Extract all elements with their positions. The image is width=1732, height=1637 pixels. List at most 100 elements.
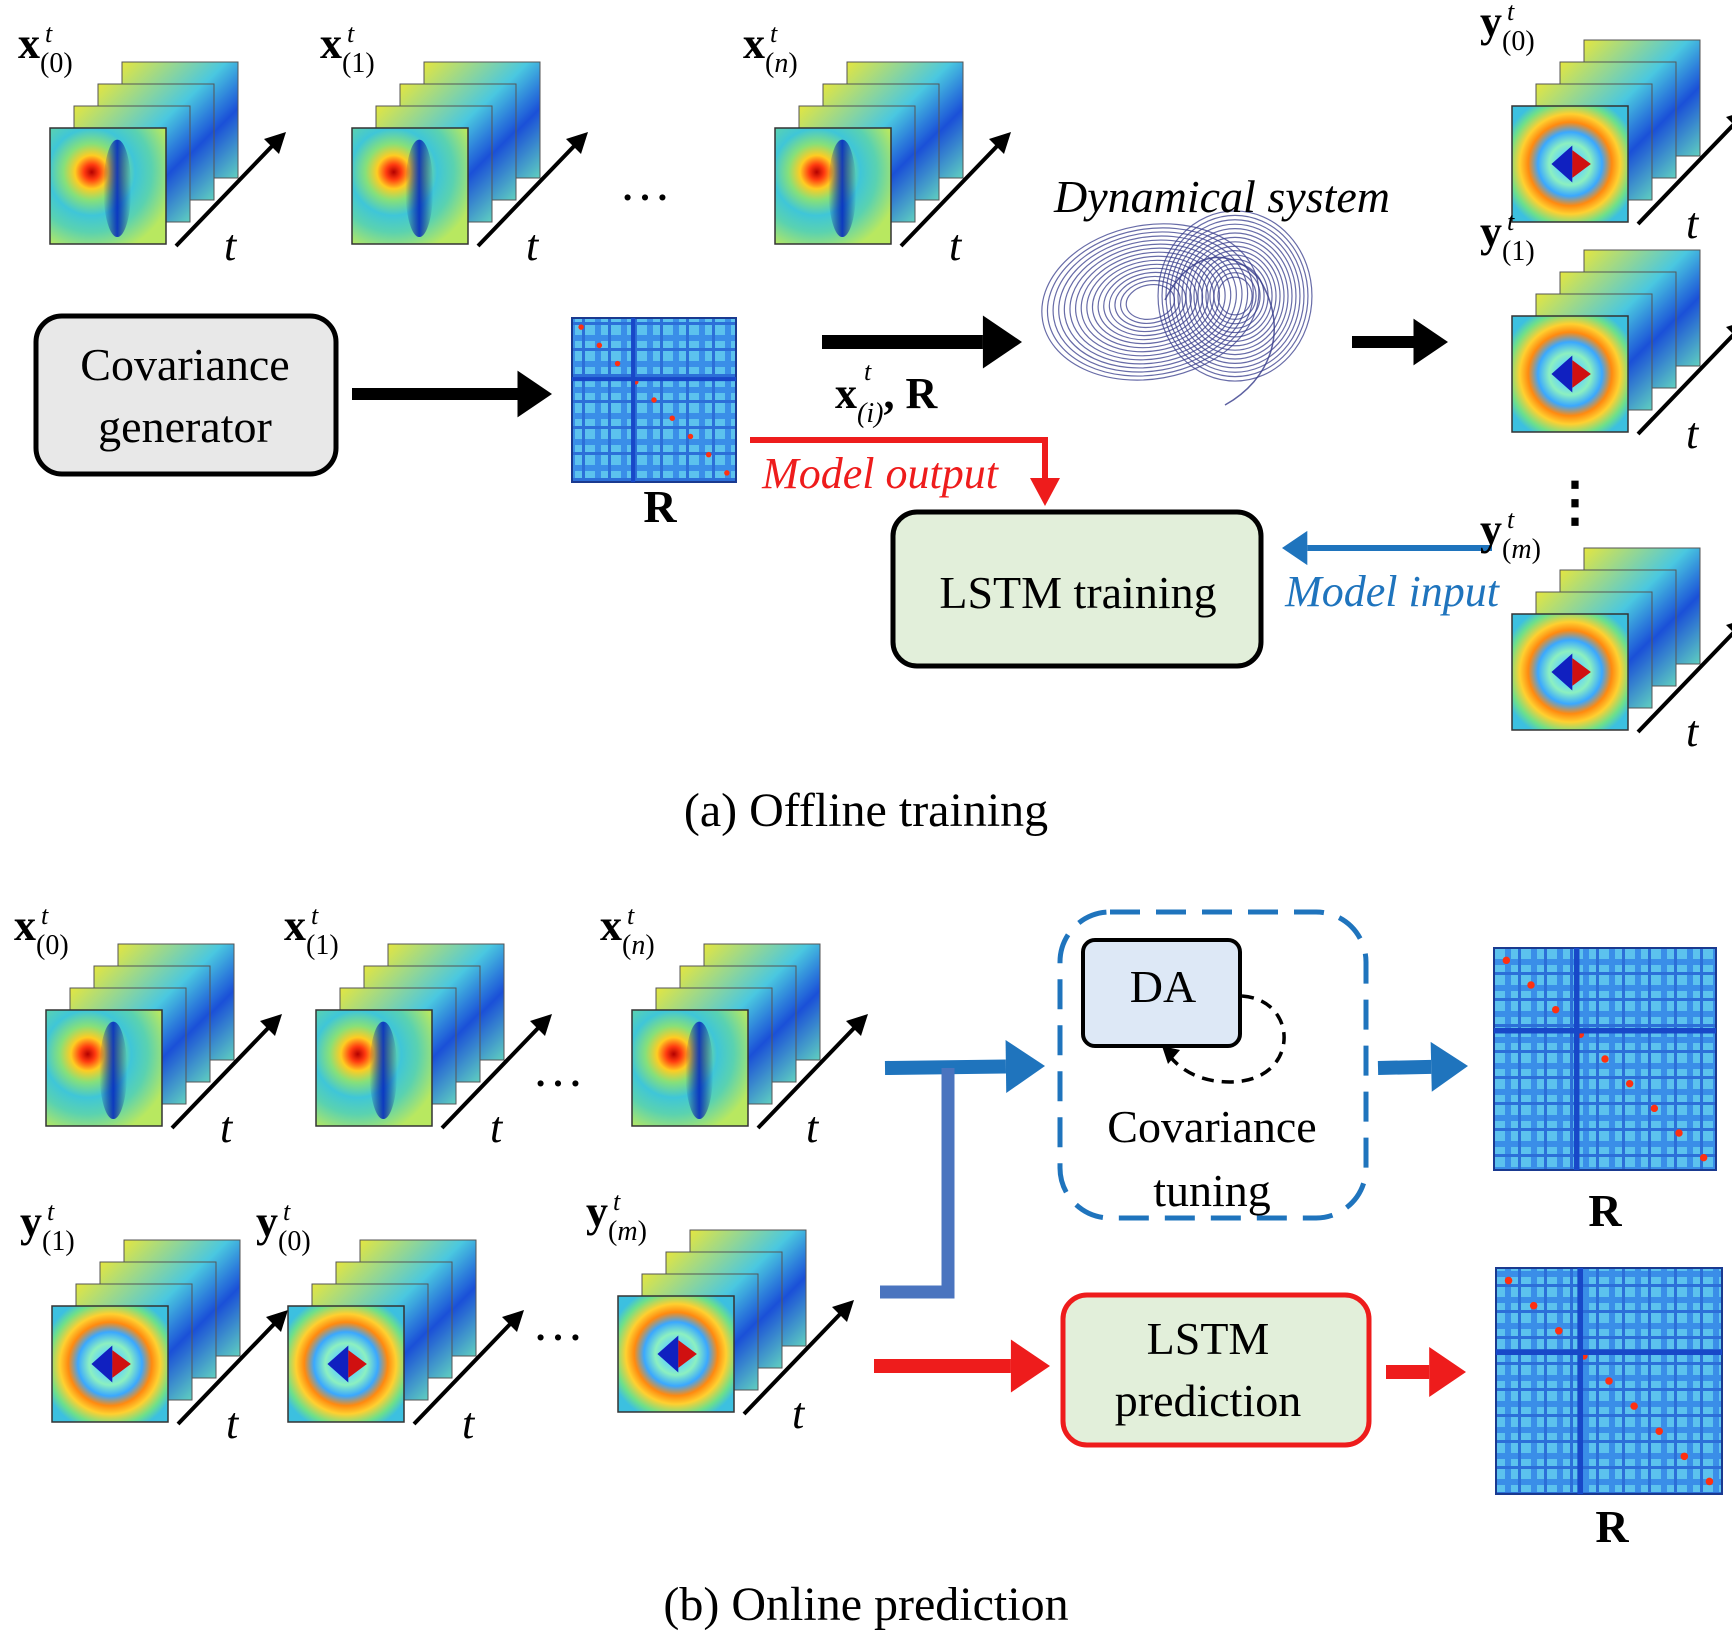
time-label: t [490, 1103, 504, 1152]
attractor-loop-left [1080, 251, 1221, 353]
matrix-diagonal-peak [614, 360, 621, 367]
stack-xn-offline: tx(n)t [743, 19, 1011, 270]
matrix-diagonal-peak [724, 470, 730, 476]
lstm-prediction-box [1060, 1292, 1372, 1448]
covariance-tuning-line1: Covariance [1107, 1101, 1316, 1152]
time-label: t [462, 1399, 476, 1448]
pattern-core-right [1572, 150, 1591, 178]
vortex-band [828, 139, 857, 238]
matrix-band [572, 377, 736, 382]
variable-sup: t [1507, 505, 1515, 534]
time-arrow [1636, 325, 1732, 436]
variable-sup: t [347, 19, 355, 48]
lstm-prediction-line1: LSTM [1147, 1313, 1270, 1364]
variable-label: x(0) [14, 901, 69, 961]
time-arrow [899, 132, 1011, 248]
model-input-label: Model input [1284, 567, 1501, 616]
time-label: t [526, 221, 540, 270]
arrow-lstm-to-matrix [1386, 1347, 1466, 1397]
attractor-loop-right [1193, 250, 1277, 342]
pattern-core-right [348, 1350, 367, 1378]
pattern-core-left [1551, 355, 1573, 393]
matrix-diagonal-peak [1705, 1477, 1714, 1486]
variable-sup: t [613, 1187, 621, 1216]
time-arrow [412, 1310, 524, 1426]
matrix-diagonal-peak [1504, 1276, 1513, 1285]
lorenz-attractor-icon [1041, 210, 1313, 406]
matrix-diagonal-peak [1527, 981, 1535, 989]
matrix-band [1496, 1349, 1722, 1356]
matrix-band [1573, 948, 1580, 1170]
attractor-loop-left [1086, 255, 1215, 349]
pattern-core-left [1551, 653, 1573, 691]
ellipsis-offline: … [619, 155, 671, 212]
arrow-label-sym: x [835, 369, 857, 418]
stack-x1-online: tx(1)t [284, 901, 552, 1152]
covariance-matrix-da [1493, 947, 1717, 1171]
attractor-loop-right [1165, 219, 1305, 373]
matrix-diagonal-peak [669, 415, 675, 421]
covariance-matrix-lstm [1495, 1267, 1723, 1495]
stack-y0-offline: ty(0)t [1480, 0, 1732, 248]
matrix-diagonal-peak [1551, 1005, 1560, 1014]
matrix-diagonal-peak [1680, 1452, 1689, 1461]
matrix-diagonal-peak [705, 451, 712, 458]
covariance-matrix-offline [571, 317, 737, 483]
arrow-to-dynamical-system [822, 315, 1022, 369]
attractor-loop-right [1217, 276, 1253, 316]
variable-sup: t [41, 901, 49, 930]
time-arrow [742, 1300, 854, 1416]
arrow-generator-to-matrix [352, 370, 552, 418]
attractor-loop-left [1074, 247, 1226, 357]
variable-sup: t [311, 901, 319, 930]
covariance-tuning-dashed-box [1057, 909, 1369, 1221]
attractor-loop-left [1120, 279, 1181, 324]
variable-sup: t [1507, 207, 1515, 236]
matrix-diagonal-peak [1650, 1104, 1659, 1113]
time-label: t [792, 1389, 806, 1438]
stack-ym-online: ty(m)t [586, 1187, 854, 1438]
vortex-band [405, 139, 434, 238]
ellipsis-online-x: … [532, 1041, 584, 1098]
time-label: t [806, 1103, 820, 1152]
attractor-loop-right [1209, 267, 1261, 325]
attractor-loop-right [1157, 210, 1313, 382]
da-box [1081, 938, 1242, 1048]
stack-xn-online: tx(n)t [600, 901, 868, 1152]
time-arrow [440, 1014, 552, 1130]
matrix-diagonal-peak [1502, 956, 1511, 965]
lstm-training-label: LSTM training [939, 567, 1216, 618]
vortex-band [99, 1021, 128, 1120]
arrow-model-output [750, 437, 1060, 506]
variable-label: x(n) [743, 19, 798, 79]
pattern-core-right [1572, 360, 1591, 388]
time-label: t [1686, 199, 1700, 248]
arrow-system-to-outputs [1352, 318, 1448, 366]
caption-online: (b) Online prediction [663, 1578, 1068, 1631]
lstm-prediction-line2: prediction [1115, 1375, 1302, 1426]
time-label: t [220, 1103, 234, 1152]
matrix-diagonal-peak [1605, 1377, 1613, 1385]
attractor-loop-left [1041, 223, 1260, 381]
pattern-core-left [1551, 145, 1573, 183]
matrix-diagonal-peak [1675, 1129, 1683, 1137]
attractor-loop-left [1052, 231, 1249, 373]
stack-ym-offline: ty(m)t [1480, 505, 1732, 756]
attractor-loop-right [1181, 236, 1289, 356]
arrow-label-x-i-R: x(i), R t [835, 357, 938, 429]
matrix-diagonal-peak [1625, 1079, 1634, 1088]
covariance-generator-line2: generator [98, 401, 272, 452]
attractor-loop-left [1069, 243, 1232, 361]
pattern-core-left [91, 1345, 113, 1383]
attractor-loop-left [1063, 239, 1237, 365]
time-arrow [176, 1310, 288, 1426]
arrow-label-sup: t [864, 357, 872, 386]
time-arrow [174, 132, 286, 248]
pattern-core-left [657, 1335, 679, 1373]
da-loop-arc [1166, 994, 1286, 1084]
lstm-training-box [890, 509, 1264, 669]
arrow-inputs-to-lstm [874, 1339, 1050, 1393]
matrix-diagonal-peak [1555, 1327, 1563, 1335]
matrix-diagonal-peak [1630, 1402, 1638, 1410]
